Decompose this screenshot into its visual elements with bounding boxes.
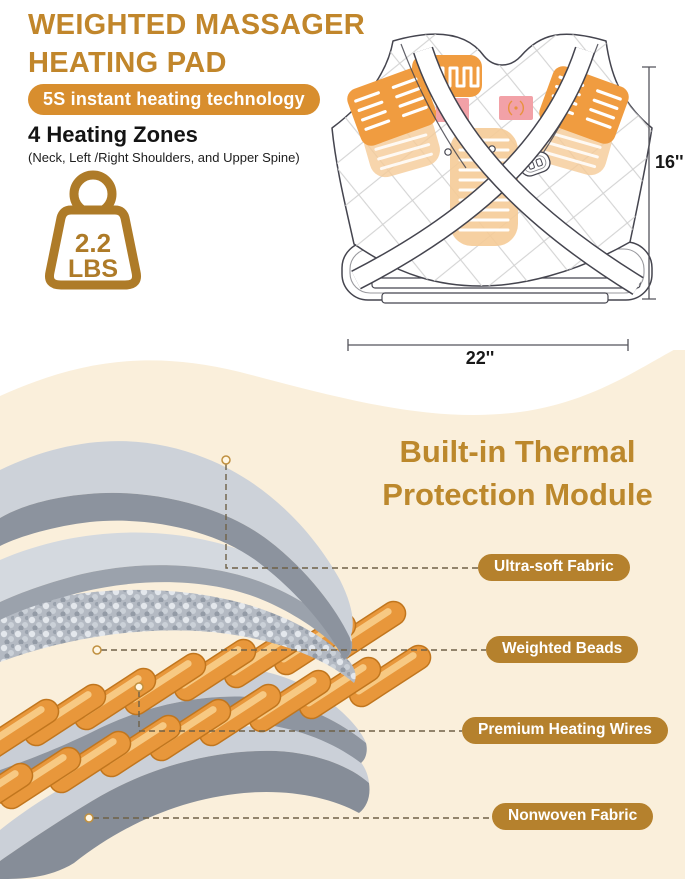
- fabric-stack-illustration: [0, 350, 685, 879]
- width-dimension-line: [347, 339, 629, 351]
- layer-label-text: Nonwoven Fabric: [508, 807, 638, 824]
- title-line-2: HEATING PAD: [28, 47, 227, 79]
- layer-label-text: Premium Heating Wires: [478, 721, 652, 738]
- weight-value: 2.2: [75, 228, 111, 258]
- callout-anchor-dots: [84, 455, 231, 823]
- layer-weighted-beads: [0, 589, 356, 683]
- page-title: WEIGHTED MASSAGER HEATING PAD: [28, 6, 365, 82]
- module-section-title: Built-in Thermal Protection Module: [350, 430, 685, 516]
- layer-label-text: Weighted Beads: [502, 640, 623, 657]
- heating-pad-illustration: 16'' 22'': [331, 33, 684, 368]
- feature-badge-label: 5S instant heating technology: [43, 89, 305, 109]
- weight-icon-body: [45, 205, 141, 290]
- massage-zone-right: [499, 96, 533, 120]
- module-title-line-1: Built-in Thermal: [399, 434, 636, 469]
- layer-label-text: Ultra-soft Fabric: [494, 558, 614, 575]
- heating-zones-subtitle: (Neck, Left /Right Shoulders, and Upper …: [28, 150, 300, 165]
- weight-unit: LBS: [68, 255, 118, 283]
- weight-icon: 2.2 LBS: [45, 170, 141, 290]
- crossed-straps: [351, 46, 644, 295]
- layer-ultra-soft-fabric: [0, 441, 353, 660]
- height-dimension-line: [642, 66, 656, 300]
- feature-badge: 5S instant heating technology: [28, 84, 320, 115]
- height-dimension-label: 16'': [655, 152, 684, 172]
- layer-label-nonwoven-fabric: Nonwoven Fabric: [492, 803, 654, 830]
- callout-connectors: [93, 464, 492, 819]
- title-line-1: WEIGHTED MASSAGER: [28, 9, 365, 41]
- layer-label-weighted-beads: Weighted Beads: [486, 636, 639, 663]
- layer-label-premium-heating-wires: Premium Heating Wires: [462, 717, 668, 744]
- module-title-line-2: Protection Module: [382, 477, 653, 512]
- layer-label-ultra-soft-fabric: Ultra-soft Fabric: [478, 554, 630, 581]
- heating-zones-heading: 4 Heating Zones: [28, 122, 198, 147]
- width-dimension-label: 22'': [466, 348, 495, 368]
